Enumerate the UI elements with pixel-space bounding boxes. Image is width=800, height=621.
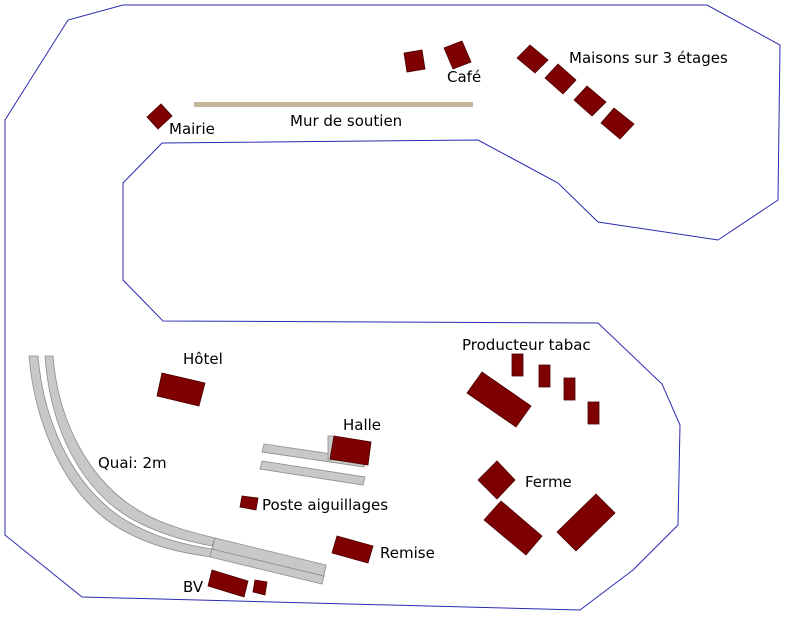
retaining-wall (194, 102, 473, 107)
label-mairie: Mairie (169, 120, 215, 138)
label-maisons: Maisons sur 3 étages (569, 49, 728, 67)
cafe-building-small (403, 49, 426, 73)
baseboard-outline (4, 4, 781, 611)
straight-track-inner (211, 537, 327, 577)
maison-2 (544, 63, 577, 95)
remise-building (331, 535, 374, 564)
label-cafe: Café (447, 68, 481, 86)
hotel-building (156, 372, 206, 407)
tabac-shed-4 (587, 401, 600, 425)
ferme-barn-right (556, 493, 616, 552)
tabac-barn (466, 371, 532, 428)
label-bv: BV (183, 578, 204, 596)
cafe-building (443, 40, 472, 70)
tabac-shed-3 (563, 377, 576, 401)
label-remise: Remise (380, 544, 435, 562)
siding-track-lower (259, 460, 366, 486)
label-producteur: Producteur tabac (462, 336, 591, 354)
mairie-building (146, 103, 173, 130)
label-poste: Poste aiguillages (262, 496, 388, 514)
tabac-shed-2 (538, 364, 551, 388)
bv-annex (252, 579, 268, 596)
track-group (28, 355, 367, 585)
halle-building (329, 435, 372, 466)
bv-building (207, 569, 249, 598)
maison-1 (516, 44, 549, 74)
ferme-house (477, 460, 516, 500)
tabac-shed-1 (511, 353, 524, 377)
label-ferme: Ferme (525, 473, 572, 491)
maison-3 (573, 85, 607, 117)
label-quai: Quai: 2m (98, 454, 167, 472)
label-halle: Halle (343, 416, 381, 434)
maison-4 (600, 107, 635, 140)
label-hotel: Hôtel (183, 350, 223, 368)
ferme-barn-left (483, 500, 543, 556)
poste-aiguillages-building (239, 495, 259, 511)
label-mur: Mur de soutien (290, 112, 402, 130)
building-group (146, 40, 635, 598)
